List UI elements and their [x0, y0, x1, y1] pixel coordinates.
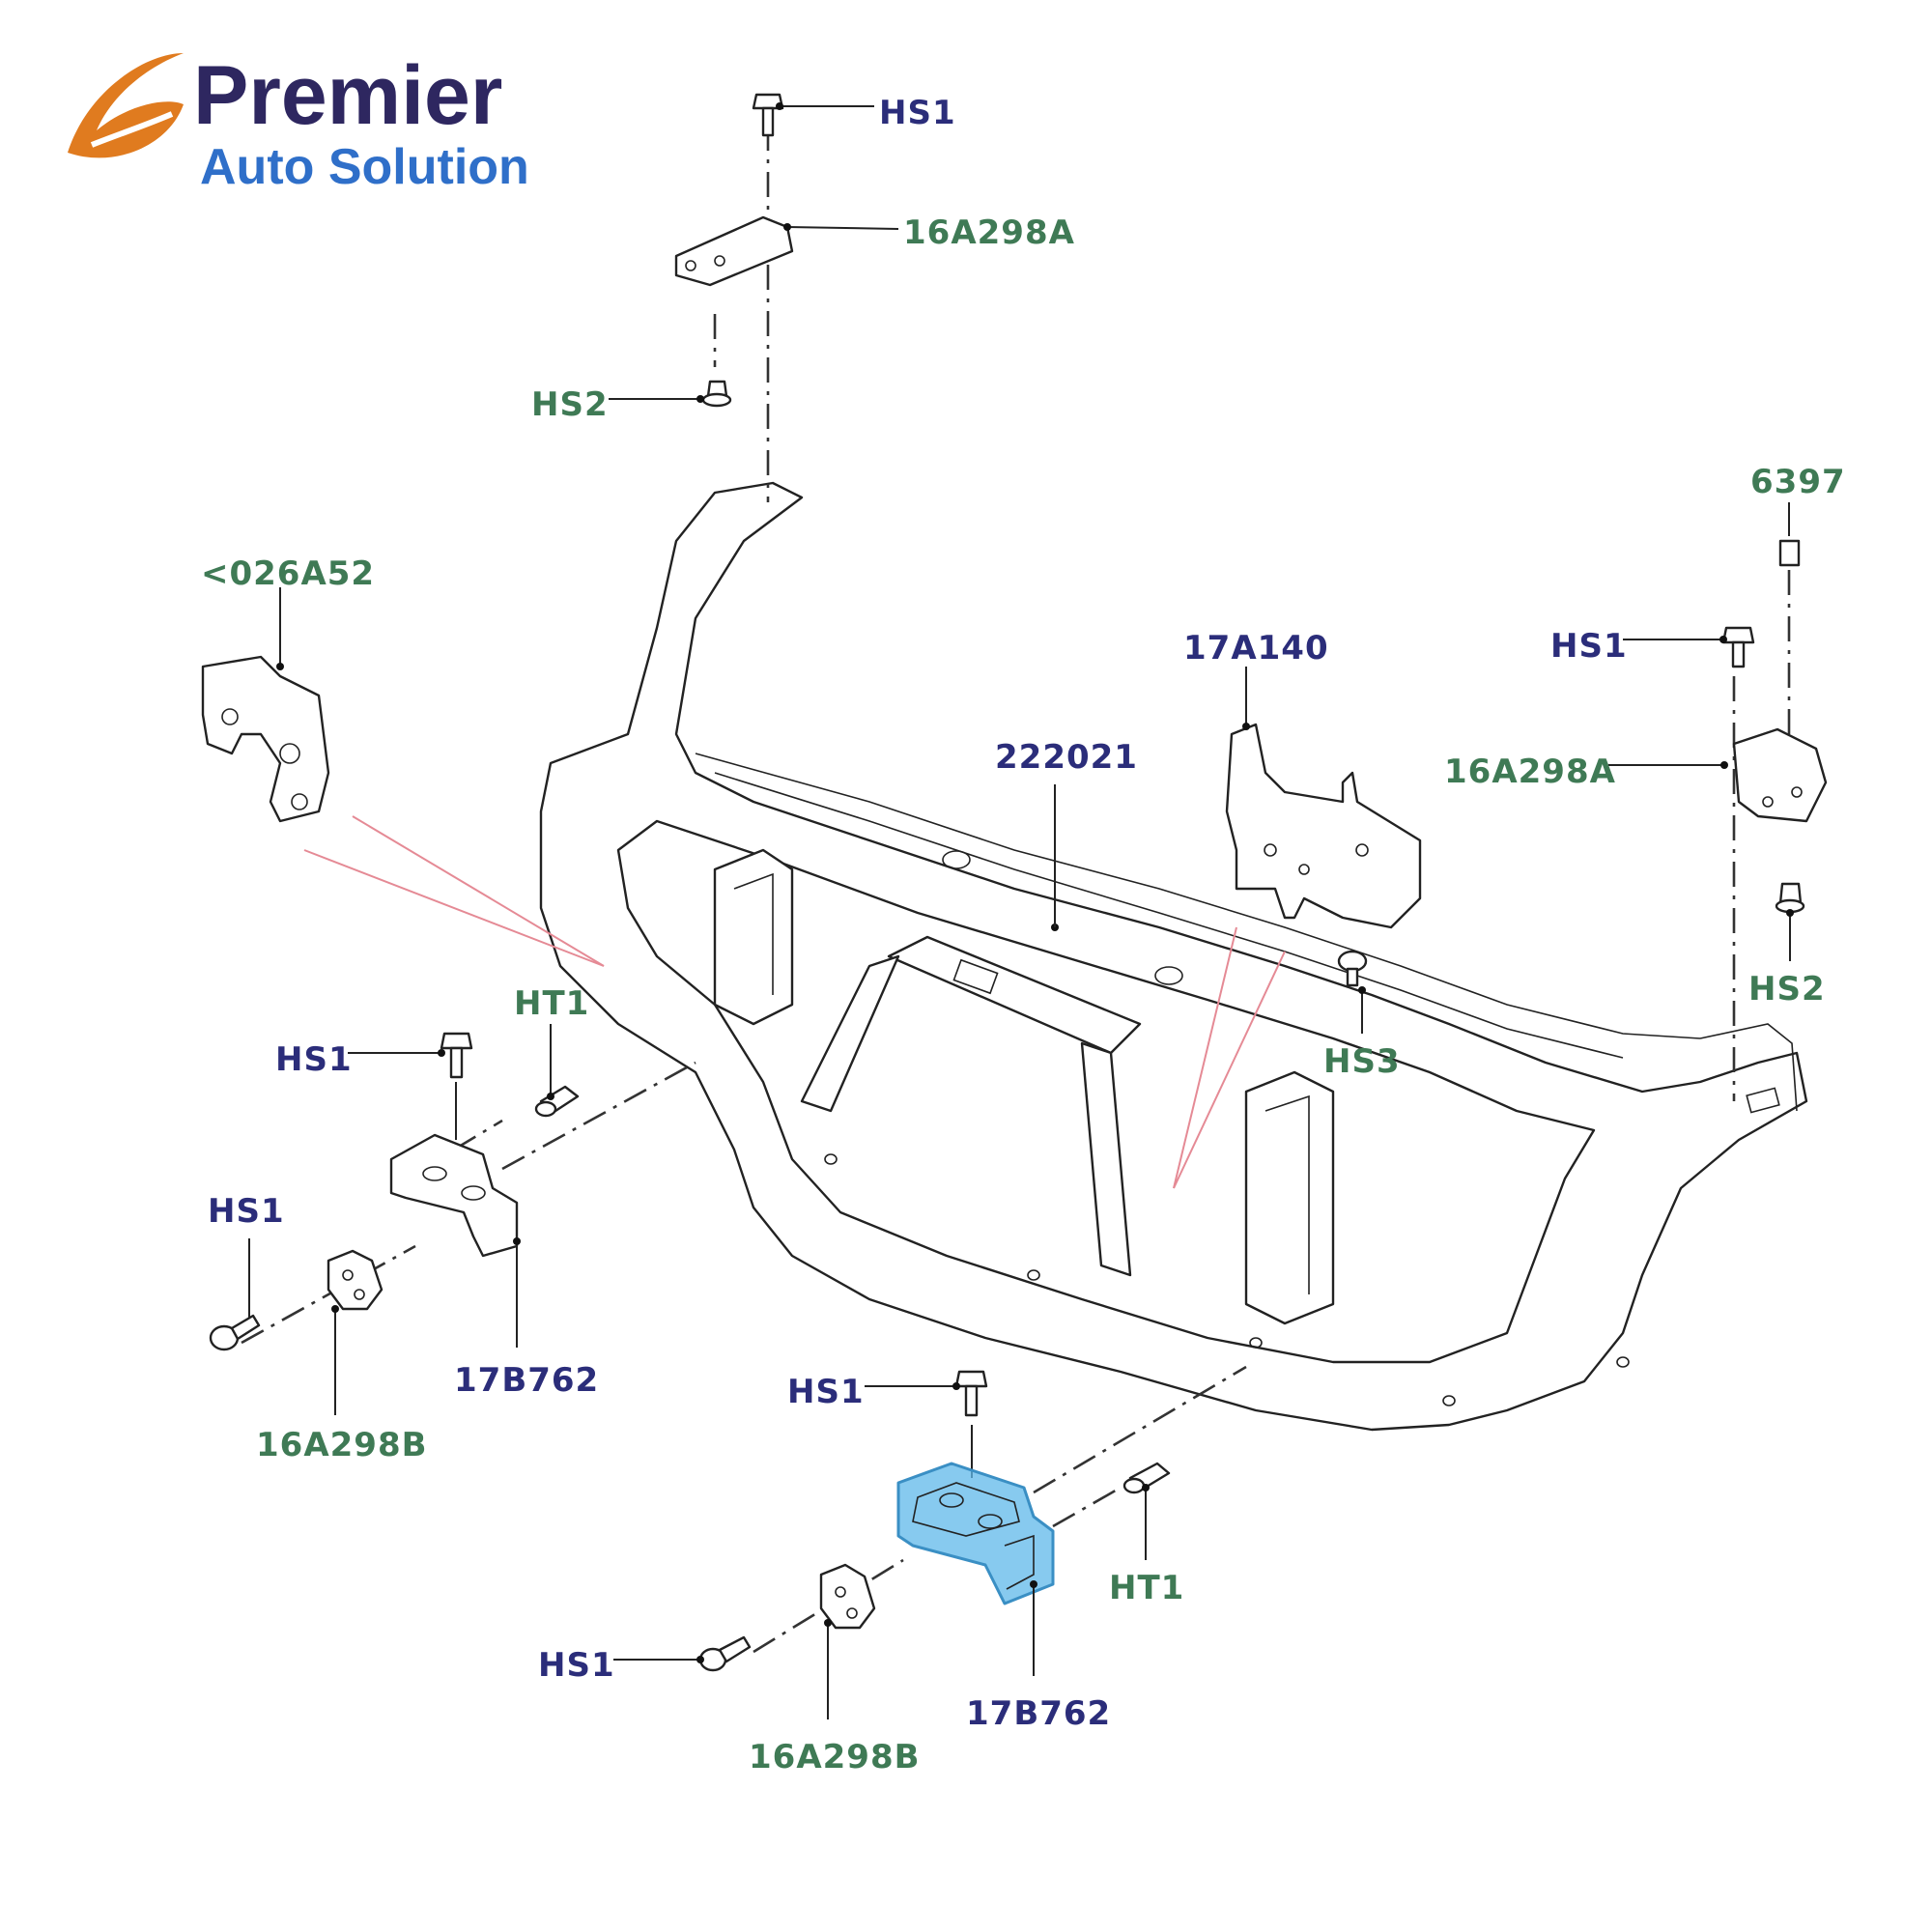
label-left-hs1-lower: HS1 — [208, 1192, 285, 1231]
label-panel-222021: 222021 — [995, 738, 1138, 777]
brand-name-line2: Auto Solution — [200, 139, 529, 195]
label-bottom-17b762: 17B762 — [966, 1694, 1111, 1733]
left-lower-bracket-group: HS1 HT1 17B762 HS1 16A298B — [208, 984, 696, 1464]
brand-logo: Premier Auto Solution — [68, 49, 529, 195]
stud-icon — [534, 1085, 580, 1118]
brand-name-line1: Premier — [193, 49, 502, 142]
highlighted-part-17b762[interactable] — [896, 1462, 1055, 1605]
bolt-icon — [209, 1314, 261, 1351]
label-top-16a298a: 16A298A — [903, 213, 1075, 252]
nut-icon — [701, 380, 732, 408]
nut-icon — [1775, 882, 1805, 914]
bolt-icon — [1337, 950, 1368, 987]
label-bracket-17a140: 17A140 — [1183, 629, 1329, 668]
label-left-ht1: HT1 — [514, 984, 589, 1023]
label-left-17b762: 17B762 — [454, 1361, 599, 1400]
label-bottom-16a298b: 16A298B — [749, 1738, 921, 1776]
bolt-icon — [698, 1635, 752, 1672]
bolt-icon — [440, 1032, 473, 1079]
label-bottom-hs1-lower: HS1 — [538, 1646, 615, 1685]
label-right-6397: 6397 — [1750, 463, 1846, 501]
label-bracket-026a52: <026A52 — [201, 554, 375, 593]
bolt-icon — [752, 93, 784, 137]
panel-222021-callout: 222021 — [995, 738, 1138, 927]
bottom-bracket-group: HS1 17B762 HT1 16A298B — [538, 1365, 1247, 1776]
label-right-16a298a: 16A298A — [1444, 753, 1616, 791]
label-top-hs1: HS1 — [879, 94, 956, 132]
label-bottom-ht1: HT1 — [1109, 1569, 1184, 1607]
label-right-hs1: HS1 — [1550, 627, 1628, 666]
label-top-hs2: HS2 — [531, 385, 609, 424]
bracket-026a52: <026A52 — [201, 554, 605, 967]
label-left-hs1-upper: HS1 — [275, 1040, 353, 1079]
bolt-icon — [954, 1370, 988, 1417]
clip-icon — [1778, 539, 1801, 567]
label-right-hs2: HS2 — [1748, 970, 1826, 1009]
label-left-16a298b: 16A298B — [256, 1426, 428, 1464]
top-bracket-group: HS1 16A298A HS2 — [531, 93, 1075, 502]
label-right-hs3: HS3 — [1323, 1042, 1401, 1081]
label-bottom-hs1-upper: HS1 — [787, 1373, 865, 1411]
swoosh-logo-icon — [68, 53, 184, 158]
right-bracket-group: 6397 HS1 16A298A HS2 — [1444, 463, 1846, 1101]
radiator-support-panel — [539, 481, 1808, 1432]
bolt-icon — [1721, 626, 1755, 668]
bracket-17a140: 17A140 HS3 — [1173, 629, 1422, 1189]
